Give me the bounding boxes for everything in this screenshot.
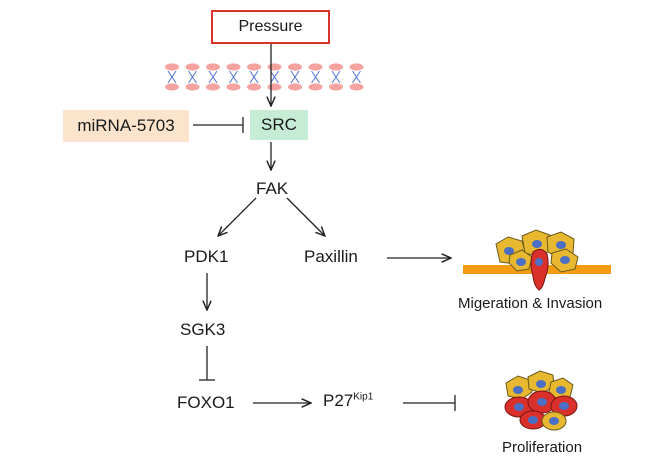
- fak-label: FAK: [256, 179, 289, 198]
- lipid-head: [247, 83, 261, 91]
- lipid-head: [288, 63, 302, 71]
- lipid-head: [267, 83, 282, 91]
- paxillin-label: Paxillin: [304, 247, 358, 266]
- src-box: SRC: [250, 110, 308, 140]
- migration-invasion-label: Migeration & Invasion: [458, 295, 603, 312]
- p27-superscript: Kip1: [353, 391, 374, 403]
- sgk3-label: SGK3: [180, 320, 226, 339]
- lipid-head: [349, 63, 364, 71]
- lipid-head: [165, 83, 179, 91]
- lipid-tail: [208, 70, 218, 84]
- lipid-tail: [352, 70, 361, 84]
- lipid-head: [288, 83, 302, 91]
- lipid-head: [247, 63, 261, 71]
- lipid-tail: [249, 70, 259, 84]
- lipid-head: [226, 83, 241, 91]
- cell-membrane: [165, 63, 364, 91]
- lipid-tail: [188, 70, 197, 84]
- lipid-head: [226, 63, 241, 71]
- proliferation-label: Proliferation: [502, 439, 583, 456]
- lipid-head: [329, 83, 343, 91]
- lipid-tail: [290, 70, 300, 84]
- src-label: SRC: [261, 115, 297, 134]
- lipid-head: [185, 63, 200, 71]
- lipid-tail: [270, 70, 279, 84]
- lipid-head: [206, 63, 220, 71]
- lipid-head: [308, 63, 323, 71]
- foxo1-label: FOXO1: [177, 393, 235, 412]
- mirna-label: miRNA-5703: [77, 116, 175, 135]
- p27-label: P27Kip1: [323, 391, 373, 411]
- lipid-head: [165, 63, 179, 71]
- arrow-fak-pdk1: [218, 197, 257, 236]
- migration-cells-illustration: [463, 229, 611, 291]
- lipid-tail: [331, 70, 341, 84]
- lipid-tail: [167, 70, 177, 84]
- lipid-head: [308, 83, 323, 91]
- lipid-tail: [229, 70, 238, 84]
- lipid-head: [185, 83, 200, 91]
- lipid-head: [349, 83, 364, 91]
- pressure-label: Pressure: [238, 18, 303, 35]
- mirna-box: miRNA-5703: [63, 110, 189, 142]
- p27-text: P27: [323, 391, 354, 410]
- pdk1-label: PDK1: [184, 247, 229, 266]
- arrow-fak-paxillin: [286, 197, 325, 236]
- lipid-head: [267, 63, 282, 71]
- lipid-tail: [311, 70, 320, 84]
- pressure-box: Pressure: [211, 10, 330, 44]
- lipid-head: [329, 63, 343, 71]
- lipid-head: [206, 83, 220, 91]
- proliferation-cells-illustration: [504, 370, 578, 431]
